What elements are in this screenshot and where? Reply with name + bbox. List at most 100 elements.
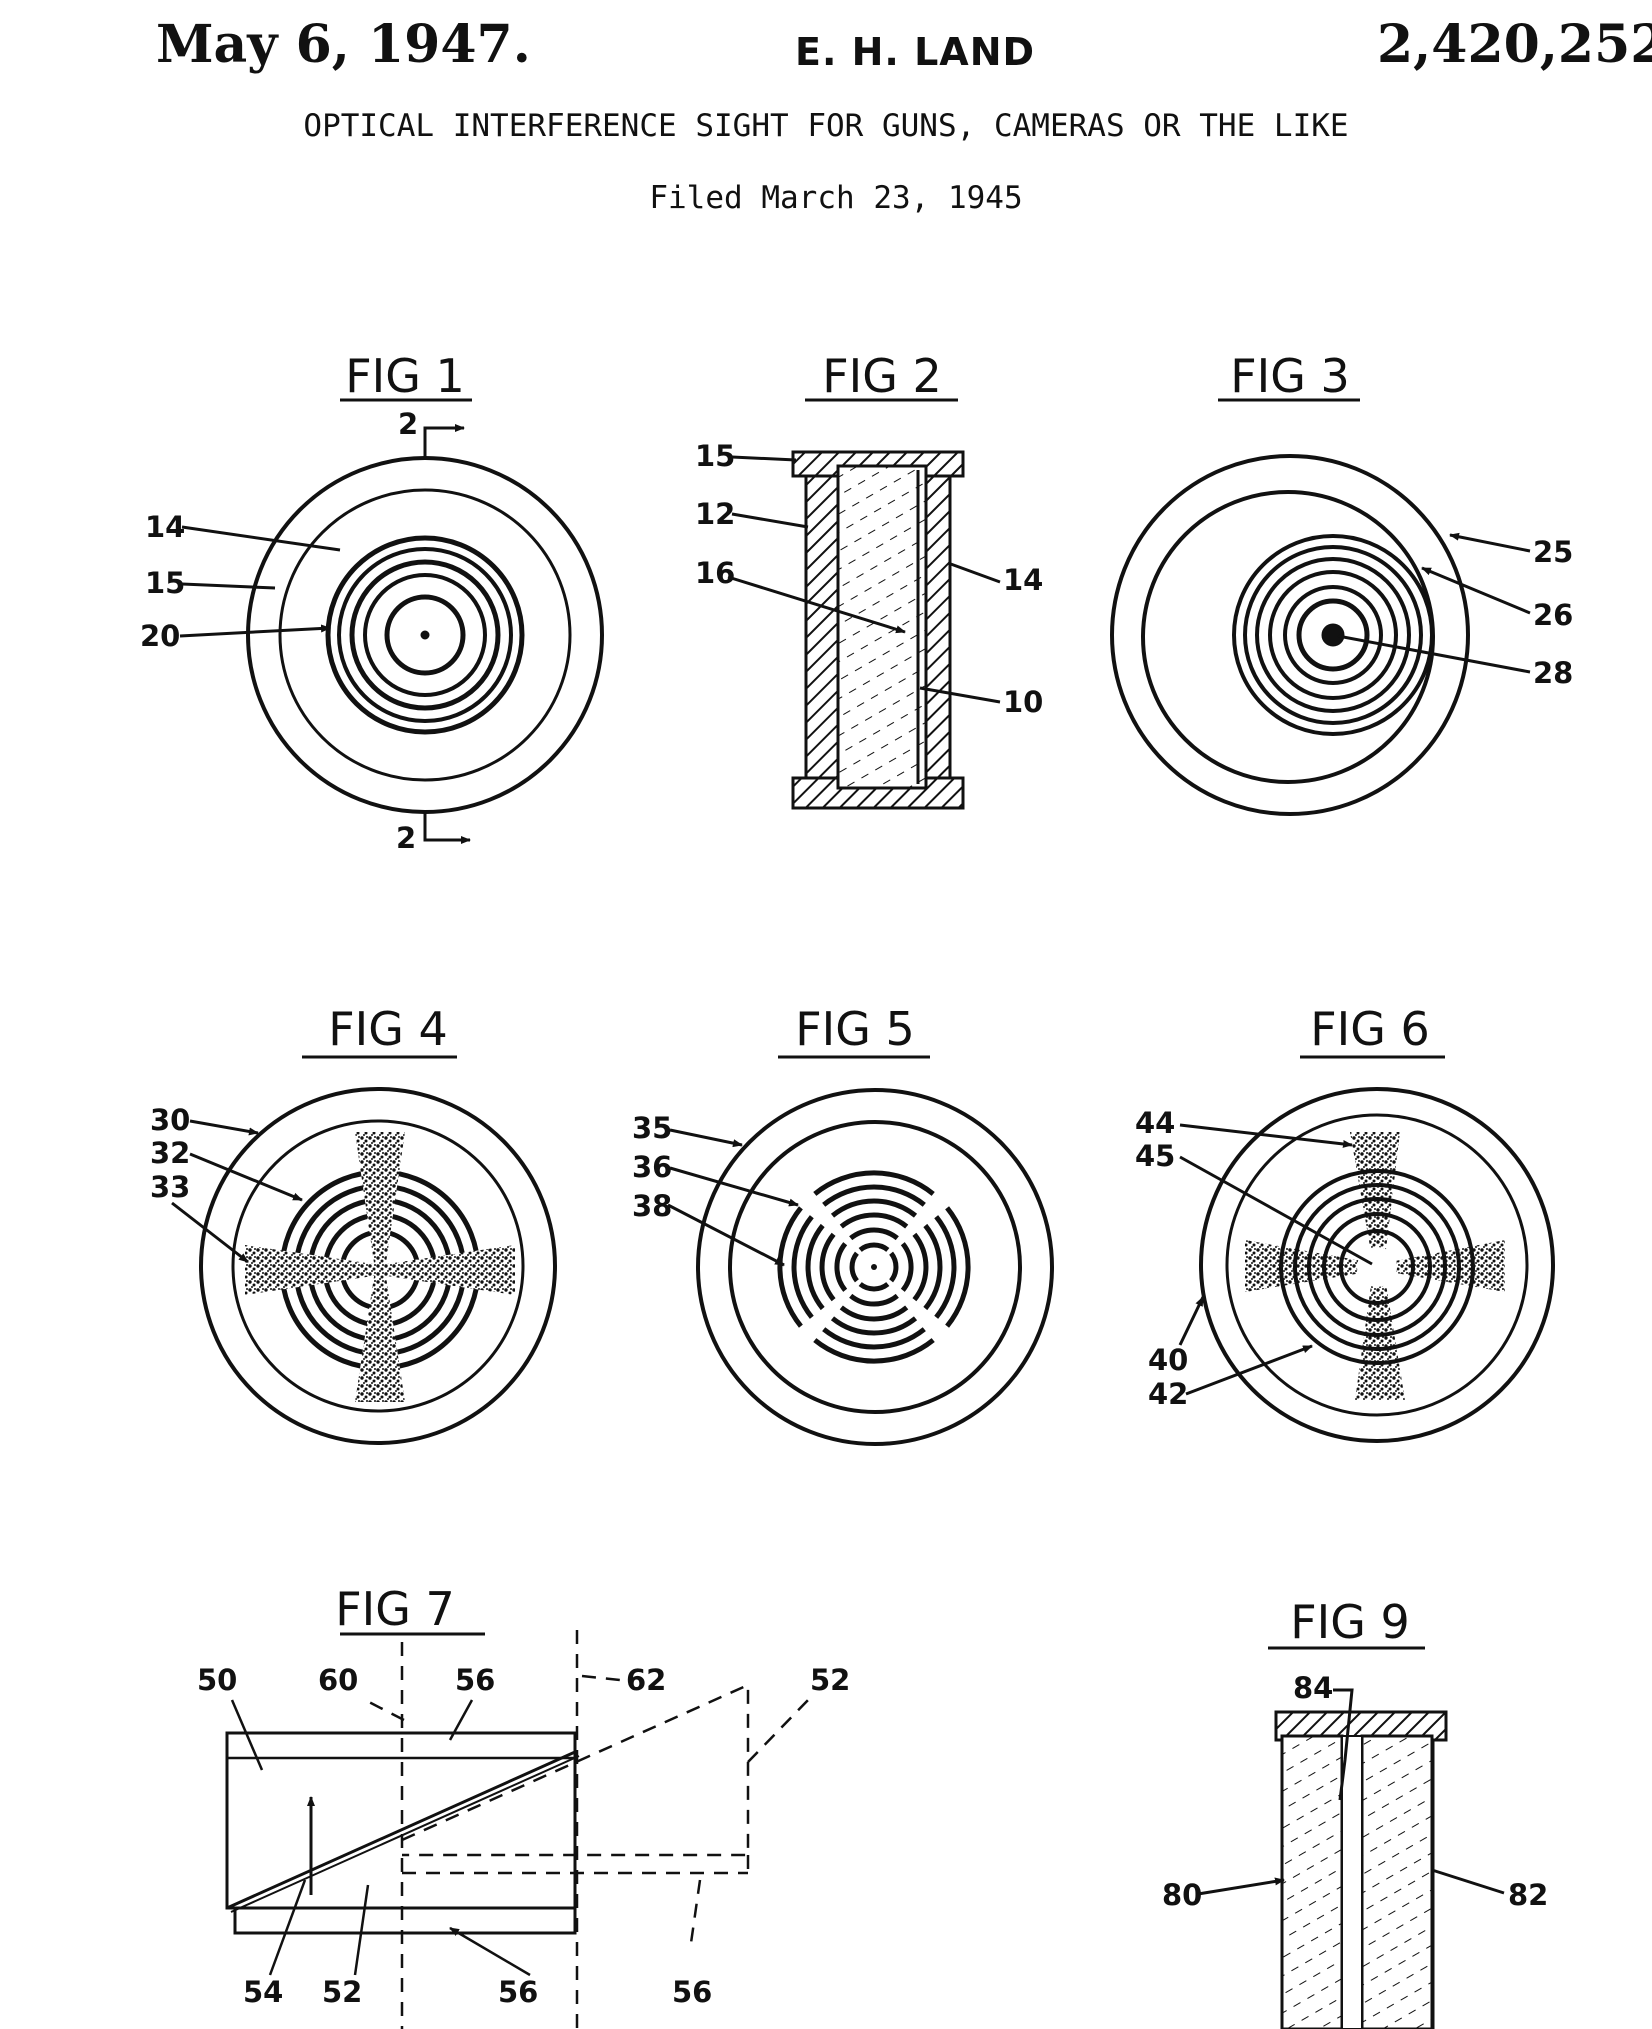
fig5-ring-arc <box>777 1206 803 1328</box>
fig7-ref-62: 62 <box>626 1663 666 1697</box>
fig5-ring-arc <box>822 1184 926 1207</box>
fig9-gap <box>1341 1735 1363 2029</box>
fig5-ref-38: 38 <box>632 1189 672 1223</box>
fig3-ref-25: 25 <box>1533 535 1573 569</box>
fig5-ring-arc <box>830 1198 918 1218</box>
filing-date: Filed March 23, 1945 <box>649 180 1023 216</box>
fig5-ring-arc <box>849 1251 859 1283</box>
figure-9: FIG 9 84 80 82 <box>1162 1595 1548 2029</box>
fig5-ring-arc <box>889 1251 899 1283</box>
fig5-ring-arc <box>819 1232 836 1302</box>
fig5-ring-arc <box>830 1316 918 1336</box>
fig5-segmented-rings <box>777 1170 971 1364</box>
patent-title: OPTICAL INTERFERENCE SIGHT FOR GUNS, CAM… <box>303 108 1349 144</box>
fig5-ring-arc <box>849 1293 899 1307</box>
fig5-label: FIG 5 <box>795 1002 915 1056</box>
fig7-ref-50: 50 <box>197 1663 237 1697</box>
fig9-left-plate <box>1280 1734 1344 2029</box>
fig6-ref-44: 44 <box>1135 1106 1175 1140</box>
fig1-ref-20: 20 <box>140 619 180 653</box>
fig2-ref-12: 12 <box>695 497 735 531</box>
fig4-ref-30: 30 <box>150 1103 190 1137</box>
figure-6: FIG 6 44 45 40 42 <box>1135 1002 1555 1443</box>
fig9-ref-84: 84 <box>1293 1671 1333 1705</box>
fig7-ref-56a: 56 <box>455 1663 495 1697</box>
fig5-ring-arc <box>900 1242 914 1292</box>
fig4-ref-33: 33 <box>150 1170 190 1204</box>
fig1-ref-14: 14 <box>145 510 185 544</box>
fig1-label: FIG 1 <box>345 349 465 403</box>
fig5-outer-rim <box>696 1088 1054 1446</box>
fig2-ref-16: 16 <box>695 556 735 590</box>
fig4-shaded-crosshair <box>245 1132 515 1402</box>
fig5-ring-arc <box>858 1242 890 1252</box>
fig9-ref-80: 80 <box>1162 1878 1202 1912</box>
fig9-ref-82: 82 <box>1508 1878 1548 1912</box>
fig5-ref-35: 35 <box>632 1111 672 1145</box>
fig5-ref-36: 36 <box>632 1150 672 1184</box>
fig5-ring-arc <box>849 1227 899 1241</box>
fig5-ring-arc <box>791 1215 814 1319</box>
fig6-ref-40: 40 <box>1148 1343 1188 1377</box>
fig9-label: FIG 9 <box>1290 1595 1410 1649</box>
fig2-glass-core <box>836 464 928 790</box>
fig1-ref-section-top: 2 <box>398 407 418 441</box>
fig6-outer-rim <box>1199 1087 1555 1443</box>
fig4-outer-rim <box>199 1087 557 1445</box>
fig5-inner-rim <box>728 1120 1022 1414</box>
fig5-ring-arc <box>834 1242 848 1292</box>
fig1-inner-rim <box>278 488 572 782</box>
figure-4: FIG 4 30 32 33 <box>150 1002 557 1445</box>
figure-2: FIG 2 15 12 16 14 10 <box>695 349 1043 810</box>
fig1-ref-15: 15 <box>145 566 185 600</box>
fig5-ring-arc <box>839 1212 909 1229</box>
fig3-ref-28: 28 <box>1533 656 1573 690</box>
fig7-ref-54: 54 <box>243 1975 283 2009</box>
fig7-label: FIG 7 <box>335 1582 455 1636</box>
fig5-ring-arc <box>813 1338 935 1364</box>
fig5-ring-arc <box>934 1215 957 1319</box>
fig4-label: FIG 4 <box>328 1002 448 1056</box>
fig9-right-plate <box>1360 1734 1434 2029</box>
fig7-ref-52a: 52 <box>810 1663 850 1697</box>
inventor-name: E. H. LAND <box>795 30 1036 74</box>
fig1-ref-section-bottom: 2 <box>396 821 416 855</box>
fig7-bottom-plate <box>233 1906 577 1935</box>
fig7-ref-52b: 52 <box>322 1975 362 2009</box>
fig6-inner-rim <box>1225 1113 1529 1417</box>
fig6-ref-42: 42 <box>1148 1377 1188 1411</box>
fig7-diagonal-interface <box>226 1750 576 1910</box>
fig6-ref-45: 45 <box>1135 1139 1175 1173</box>
figure-3: FIG 3 25 26 28 <box>1110 349 1573 816</box>
fig7-ref-56b: 56 <box>498 1975 538 2009</box>
fig7-ref-60: 60 <box>318 1663 358 1697</box>
figure-7: FIG 7 50 60 56 62 <box>197 1582 850 2029</box>
fig6-shaded-crosshair <box>1245 1132 1505 1400</box>
fig6-clear-center <box>1357 1247 1397 1287</box>
figure-5: FIG 5 35 36 38 <box>632 1002 1054 1446</box>
fig5-ring-arc <box>822 1327 926 1350</box>
fig2-label: FIG 2 <box>822 349 942 403</box>
fig6-label: FIG 6 <box>1310 1002 1430 1056</box>
fig4-ref-32: 32 <box>150 1136 190 1170</box>
figure-1: FIG 1 2 2 14 15 20 <box>140 349 604 855</box>
fig5-ring-arc <box>813 1170 935 1196</box>
fig5-ring-arc <box>945 1206 971 1328</box>
fig2-ref-10: 10 <box>1003 685 1043 719</box>
fig5-ring-arc <box>912 1232 929 1302</box>
fig2-ref-14: 14 <box>1003 563 1043 597</box>
fig2-ref-15: 15 <box>695 439 735 473</box>
fig4-inner-rim <box>231 1119 525 1413</box>
fig3-ref-26: 26 <box>1533 598 1573 632</box>
fig3-interference-rings <box>1232 534 1434 736</box>
fig7-dashed-lines <box>364 1630 811 2029</box>
fig7-ref-56c: 56 <box>672 1975 712 2009</box>
patent-number: 2,420,252 <box>1377 14 1652 75</box>
fig5-ring-arc <box>858 1282 890 1292</box>
fig1-interference-rings <box>325 535 525 735</box>
fig5-ring-arc <box>839 1305 909 1322</box>
fig3-outer-rim <box>1110 454 1470 816</box>
fig5-ring-arc <box>923 1223 943 1311</box>
